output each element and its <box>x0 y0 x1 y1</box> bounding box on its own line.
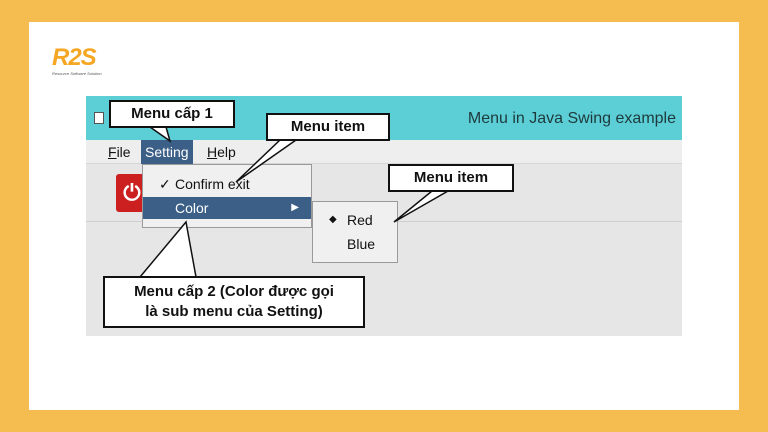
menu-file[interactable]: File <box>104 140 135 164</box>
menu-file-mnemonic: F <box>108 144 117 160</box>
setting-dropdown: ✓ Confirm exit Color ▶ <box>142 164 312 228</box>
pointer-menu-item-2 <box>393 190 451 223</box>
menu-setting-label: Setting <box>145 144 189 160</box>
blue-label: Blue <box>347 236 376 252</box>
callout-menu-level-2-line2: là sub menu của Setting) <box>145 303 323 320</box>
menu-help-mnemonic: H <box>207 144 218 160</box>
menu-help[interactable]: Help <box>203 140 240 164</box>
pointer-menu-item-1 <box>235 139 299 183</box>
radio-diamond-icon: ◆ <box>329 214 337 225</box>
callout-menu-level-1: Menu cấp 1 <box>109 100 235 128</box>
submenu-arrow-icon: ▶ <box>291 202 299 213</box>
r2s-logo: R2S Resource Software Solution <box>52 46 112 80</box>
red-label: Red <box>347 212 373 228</box>
menu-item-blue[interactable]: Blue <box>313 232 397 256</box>
logo-mark-icon: R2S <box>52 44 97 71</box>
menu-item-confirm-exit[interactable]: ✓ Confirm exit <box>143 173 311 195</box>
color-label: Color <box>175 200 209 216</box>
pointer-menu-level-2 <box>138 220 197 278</box>
callout-menu-item-2: Menu item <box>388 164 514 192</box>
callout-menu-level-2-line1: Menu cấp 2 (Color được gọi <box>134 283 334 300</box>
color-submenu: ◆ Red Blue <box>312 201 398 263</box>
menu-help-label: elp <box>217 144 236 160</box>
logo-tagline: Resource Software Solution <box>52 71 102 76</box>
pointer-menu-level-1 <box>147 126 172 143</box>
menu-file-label: ile <box>116 144 131 160</box>
app-icon <box>94 112 104 124</box>
menu-item-color[interactable]: Color ▶ <box>143 197 311 219</box>
menu-item-red[interactable]: ◆ Red <box>313 208 397 232</box>
callout-menu-level-2: Menu cấp 2 (Color được gọi là sub menu c… <box>103 276 365 328</box>
check-icon: ✓ <box>159 176 171 192</box>
window-title: Menu in Java Swing example <box>467 110 676 127</box>
callout-menu-item-1: Menu item <box>266 113 390 141</box>
menu-setting[interactable]: Setting <box>141 140 193 164</box>
menu-bar: File Setting Help <box>86 140 682 164</box>
confirm-exit-label: Confirm exit <box>175 176 250 192</box>
